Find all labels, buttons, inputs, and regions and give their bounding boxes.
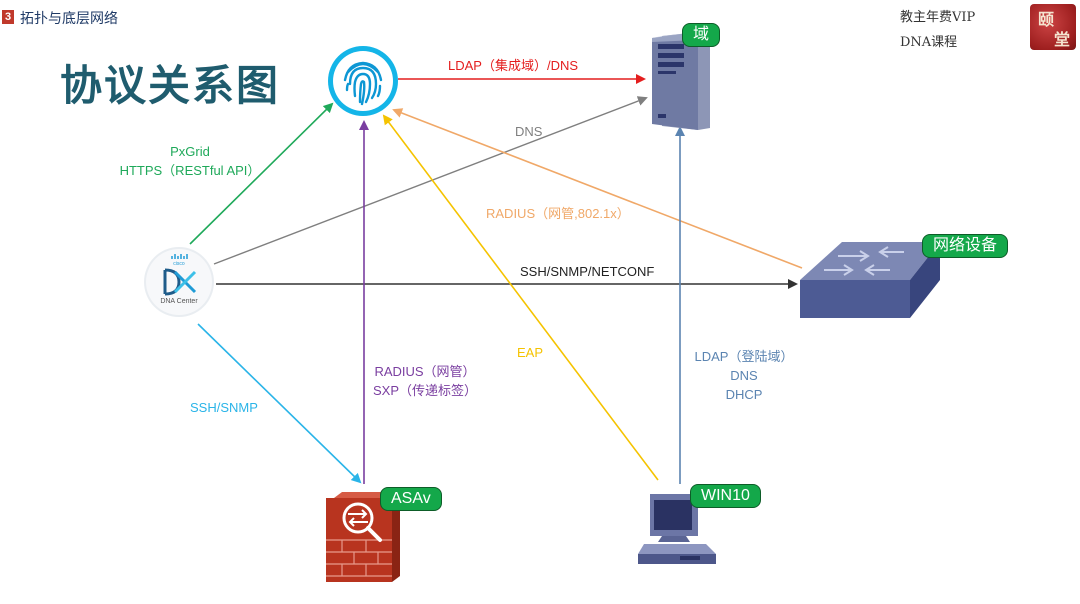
label-radius-sxp: RADIUS（网管） SXP（传递标签） — [360, 362, 490, 400]
server-icon — [652, 32, 710, 130]
label-ssh-snmp: SSH/SNMP — [190, 400, 258, 415]
seal-char-3: 堂 — [1054, 30, 1071, 49]
link-radius-dot1x — [392, 108, 803, 269]
label-pxgrid-line1: PxGrid — [170, 144, 210, 159]
course-line-1: 教主年费VIP — [900, 10, 976, 25]
win10-node[interactable] — [636, 492, 718, 568]
domain-server-node[interactable] — [648, 30, 712, 130]
workstation-icon — [638, 494, 716, 564]
course-line-2: DNA课程 — [900, 35, 958, 50]
label-pxgrid: PxGrid HTTPS（RESTful API） — [100, 142, 280, 180]
section-title: 拓扑与底层网络 — [20, 10, 118, 26]
link-eap — [382, 114, 659, 481]
label-ldap-win-line1: LDAP（登陆域） — [694, 349, 794, 364]
network-device-tag: 网络设备 — [922, 234, 1009, 258]
dna-center-logo-top: cisco — [173, 261, 185, 267]
firewall-icon — [326, 492, 400, 582]
asav-node[interactable] — [326, 490, 400, 582]
link-pxgrid — [189, 102, 334, 245]
network-device-node[interactable] — [800, 238, 940, 320]
dna-center-logo-bottom: DNA Center — [160, 298, 198, 305]
label-dns: DNS — [515, 124, 543, 139]
win10-tag: WIN10 — [690, 484, 761, 508]
label-ldap-win: LDAP（登陆域） DNS DHCP — [676, 347, 812, 404]
fingerprint-icon — [328, 46, 398, 116]
label-ldap-win-line3: DHCP — [725, 387, 763, 402]
label-ldap-win-line2: DNS — [730, 368, 758, 383]
domain-tag: 域 — [682, 23, 721, 47]
page-title: 协议关系图 — [60, 62, 281, 109]
label-radius-sxp-line1: RADIUS（网管） — [374, 364, 476, 379]
seal-char-1: 颐 — [1038, 10, 1055, 29]
link-ssh-snmp — [197, 323, 362, 484]
seal-stamp-icon — [1030, 4, 1076, 50]
dna-center-node[interactable]: cisco DNA Center — [143, 246, 215, 318]
asav-tag: ASAv — [380, 487, 442, 511]
label-eap: EAP — [517, 345, 544, 360]
ise-node[interactable] — [326, 44, 400, 118]
dna-center-logo-icon — [144, 247, 214, 317]
label-radius-sxp-line2: SXP（传递标签） — [372, 383, 477, 398]
section-number-badge: 3 — [2, 10, 14, 24]
switch-icon — [800, 242, 940, 318]
link-dns — [213, 96, 648, 265]
label-ldap-dns: LDAP（集成域）/DNS — [448, 58, 579, 73]
label-radius-dot1x: RADIUS（网管,802.1x） — [486, 206, 630, 221]
label-ssh-snmp-netconf: SSH/SNMP/NETCONF — [520, 264, 655, 279]
label-pxgrid-line2: HTTPS（RESTful API） — [119, 163, 261, 178]
